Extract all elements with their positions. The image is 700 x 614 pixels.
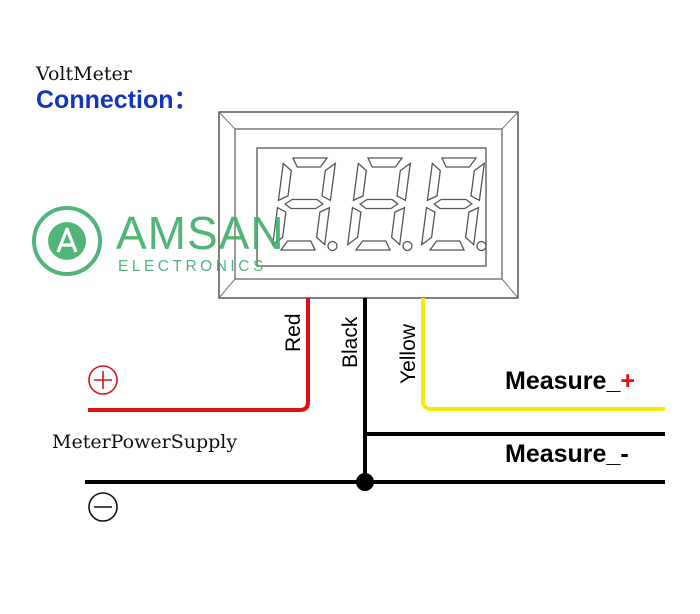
segment-f [426, 162, 441, 202]
label-red: Red [282, 313, 305, 352]
amsan-watermark: AMSAN ELECTRONICS [32, 206, 285, 276]
measure-plus-sign: + [620, 367, 635, 395]
decimal-point [476, 240, 487, 252]
segment-a [291, 157, 329, 168]
title-connection: Connection： [36, 86, 199, 114]
segment-f [277, 162, 292, 202]
segment-e [420, 206, 436, 247]
segment-c [315, 206, 331, 246]
label-black: Black [339, 316, 362, 368]
segment-b [470, 161, 486, 202]
segment-b [321, 161, 337, 202]
digit-1 [346, 157, 413, 252]
amsan-logo-icon [32, 206, 102, 276]
red-wire [88, 298, 310, 412]
segment-g [433, 198, 473, 210]
segment-c [464, 206, 480, 246]
measure-minus-label: Measure_- [505, 440, 629, 468]
segment-d [354, 240, 392, 251]
decimal-point [402, 240, 413, 252]
decimal-point [327, 240, 338, 252]
power-supply-label: MeterPowerSupply [52, 431, 237, 453]
segment-e [271, 206, 287, 247]
digit-2 [420, 157, 487, 252]
label-yellow: Yellow [397, 323, 420, 384]
junction-dot [356, 473, 374, 491]
segment-a [440, 157, 478, 168]
watermark-tagline: ELECTRONICS [118, 258, 267, 275]
segment-b [396, 161, 412, 202]
segment-a [366, 157, 404, 168]
segment-f [352, 162, 367, 202]
watermark-brand: AMSAN [116, 207, 285, 259]
segment-c [390, 206, 406, 246]
segment-g [284, 198, 324, 210]
plus-symbol-icon [88, 365, 118, 395]
segment-d [428, 240, 466, 251]
title-voltmeter: VoltMeter [35, 63, 133, 85]
segment-d [279, 240, 317, 251]
segment-e [346, 206, 362, 247]
yellow-wire [421, 298, 665, 411]
measure-minus-sign: - [620, 440, 628, 468]
minus-symbol-icon [88, 492, 118, 522]
segment-g [359, 198, 399, 210]
digit-0 [271, 157, 338, 252]
measure-plus-label: Measure_+ [505, 367, 635, 395]
seven-segment-display [271, 157, 487, 252]
